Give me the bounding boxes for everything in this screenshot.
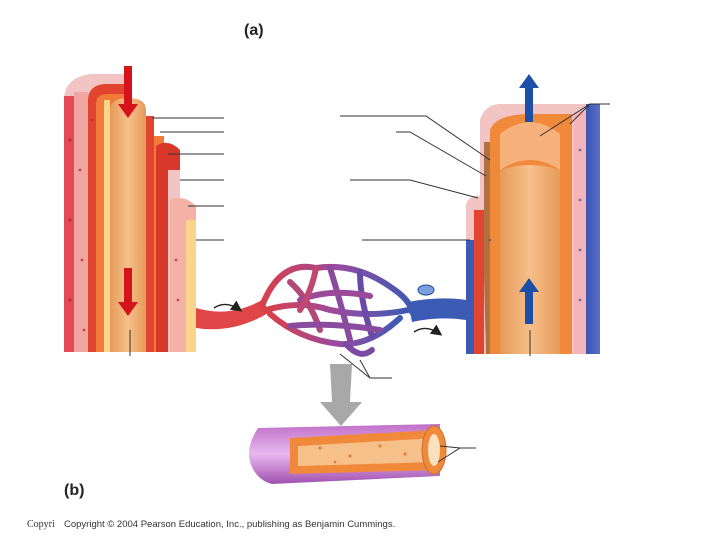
artery-cutaway bbox=[64, 66, 196, 352]
vein-cutaway bbox=[466, 74, 600, 354]
capillary-bed bbox=[196, 263, 466, 426]
vein-flow-arrow-bottom bbox=[525, 290, 533, 324]
label-leader-lines bbox=[129, 103, 610, 463]
copyright-notice: Copyright © 2004 Pearson Education, Inc.… bbox=[64, 519, 396, 530]
panel-a-label: (a) bbox=[244, 22, 264, 39]
panel-b-label: (b) bbox=[64, 482, 85, 499]
capillary-cross-section bbox=[249, 424, 447, 484]
vein-flow-arrow-top bbox=[525, 86, 533, 122]
copyright-fragment: Copyri bbox=[27, 519, 55, 530]
artery-flow-arrow-top bbox=[124, 66, 132, 106]
artery-flow-arrow-bottom bbox=[124, 268, 132, 304]
